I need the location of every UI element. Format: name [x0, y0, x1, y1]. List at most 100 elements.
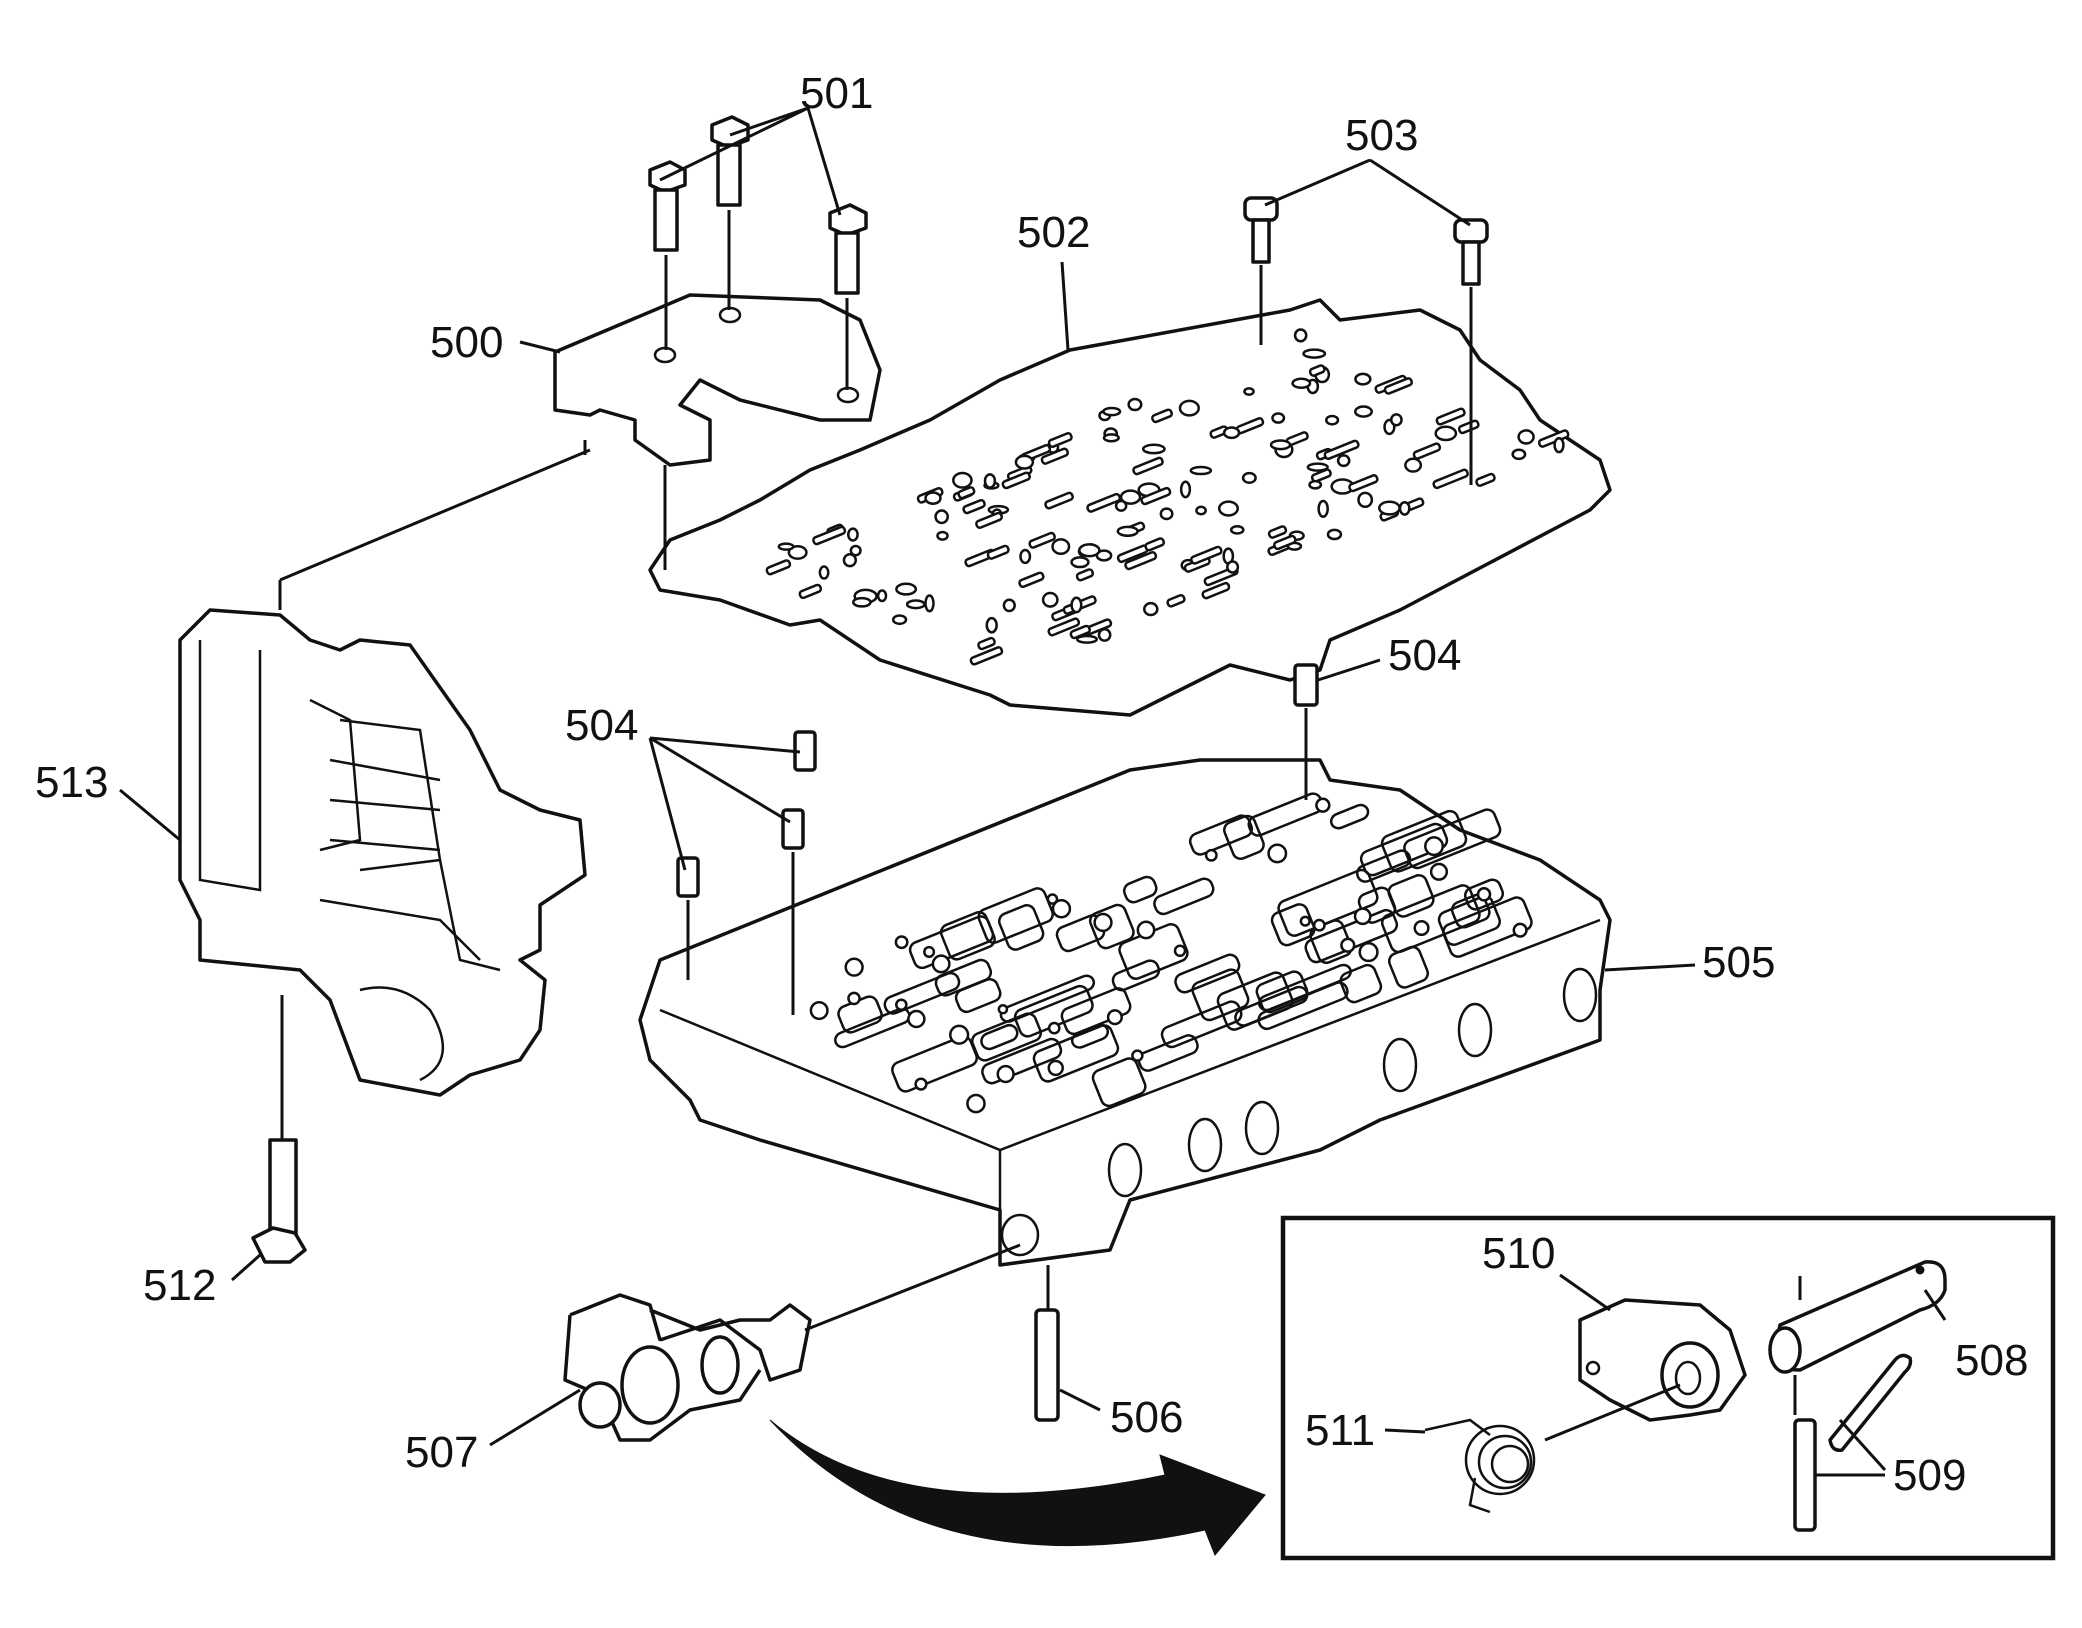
plate-hole — [1019, 548, 1032, 565]
valve-body-hole — [931, 954, 951, 974]
plate-slot — [1273, 534, 1297, 551]
valve-body-channel — [1088, 903, 1135, 950]
plate-slot — [1435, 407, 1466, 426]
plate-hole — [1041, 591, 1059, 608]
shaft-508 — [1768, 1260, 1947, 1374]
plate-hole — [1075, 634, 1098, 644]
plate-hole — [1014, 454, 1035, 470]
label-509: 509 — [1893, 1451, 1966, 1500]
plate-hole — [924, 594, 935, 613]
valve-body-hole — [996, 1064, 1015, 1084]
valve-body-hole — [966, 1093, 986, 1114]
valve-body-hole — [1315, 797, 1331, 813]
valve-body-channel — [883, 971, 961, 1015]
plate-hole — [891, 614, 908, 626]
plate-slot — [1475, 472, 1496, 487]
valve-body-hole — [997, 1003, 1009, 1015]
bolt-501-b — [710, 115, 750, 207]
plate-hole — [1159, 507, 1174, 521]
plate-hole — [1195, 505, 1207, 516]
label-504-left: 504 — [565, 701, 638, 750]
plate-hole — [1189, 465, 1213, 476]
valve-body-hole — [809, 1001, 829, 1021]
valve-body-hole — [844, 957, 864, 977]
plate-hole — [1102, 433, 1120, 443]
valve-body-channel — [971, 1012, 1042, 1062]
valve-body-hole — [1340, 937, 1356, 953]
valve-body-hole — [949, 1024, 970, 1045]
valve-body-channel — [1122, 875, 1158, 904]
valve-body-channel — [1070, 1023, 1110, 1049]
plate-hole — [818, 565, 830, 580]
valve-body-channel — [1380, 884, 1481, 954]
plugs-503 — [1243, 196, 1489, 485]
plate-hole — [1306, 462, 1329, 472]
plate-hole — [934, 509, 949, 525]
valve-body-channel — [1111, 959, 1161, 992]
plate-hole — [1302, 348, 1327, 359]
manual-shaft-assembly-507 — [563, 1243, 1021, 1442]
plate-hole — [905, 599, 926, 610]
label-501: 501 — [800, 69, 873, 118]
bolt-512 — [251, 995, 307, 1264]
valve-body-hole — [907, 1009, 926, 1029]
plate-hole — [1178, 399, 1200, 417]
valve-body-channel — [1153, 877, 1215, 916]
valve-body-hole — [1512, 922, 1528, 938]
valve-body-channel — [1329, 803, 1370, 830]
plate-slot — [969, 646, 1004, 666]
valve-body-hole — [847, 991, 861, 1006]
plate-hole — [1398, 500, 1411, 516]
plate-hole — [842, 553, 857, 568]
plate-hole — [1291, 377, 1312, 389]
valve-body-hole — [923, 945, 936, 958]
plate-slot — [975, 511, 1003, 529]
plate-hole — [1078, 543, 1101, 558]
plate-slot — [1132, 456, 1164, 476]
valve-body-channel — [1442, 896, 1533, 958]
plate-slot — [1075, 568, 1095, 582]
plate-hole — [1404, 457, 1423, 473]
plate-hole — [1553, 436, 1565, 454]
plate-slot — [1412, 442, 1442, 460]
valve-body-channel — [1304, 908, 1399, 964]
plate-hole — [1127, 397, 1143, 412]
plate-hole — [1434, 425, 1458, 442]
plate-slot — [977, 636, 996, 651]
label-500: 500 — [430, 318, 503, 367]
label-511: 511 — [1305, 1406, 1375, 1455]
valve-body-channel — [999, 974, 1096, 1023]
valve-body-hole — [1476, 887, 1492, 902]
plate-slot — [1201, 581, 1231, 600]
valve-body-channel — [1223, 814, 1265, 861]
valve-body-channel — [1355, 849, 1412, 883]
plate-hole — [1511, 448, 1527, 461]
plate-slot — [798, 583, 823, 600]
label-503: 503 — [1345, 111, 1418, 160]
plate-hole — [1317, 499, 1329, 518]
callout-labels: 501 503 502 500 504 504 513 505 510 512 … — [35, 69, 2028, 1500]
switch-module-513 — [178, 440, 591, 1097]
valve-body-channel — [1188, 814, 1254, 856]
plate-hole — [1116, 525, 1139, 537]
valve-body-hole — [1046, 893, 1059, 905]
separator-plate-502 — [648, 298, 1612, 717]
valve-body-channel — [998, 904, 1045, 951]
plate-hole — [1229, 524, 1245, 535]
plate-hole — [936, 530, 949, 541]
valve-body-channel — [1270, 903, 1316, 947]
plate-hole — [1293, 328, 1308, 343]
valve-body-hole — [1131, 1049, 1144, 1062]
valve-body-channel — [1174, 953, 1241, 994]
plate-slot — [1001, 471, 1031, 490]
label-502: 502 — [1017, 208, 1090, 257]
plate-slot — [1044, 491, 1074, 510]
plate-slot — [1018, 571, 1045, 589]
valve-body-hole — [1424, 836, 1445, 857]
plate-slot — [986, 544, 1010, 560]
plate-slot — [1308, 364, 1326, 377]
plate-hole — [952, 471, 973, 489]
bolt-501-c — [828, 203, 868, 295]
plate-hole — [1141, 443, 1166, 455]
